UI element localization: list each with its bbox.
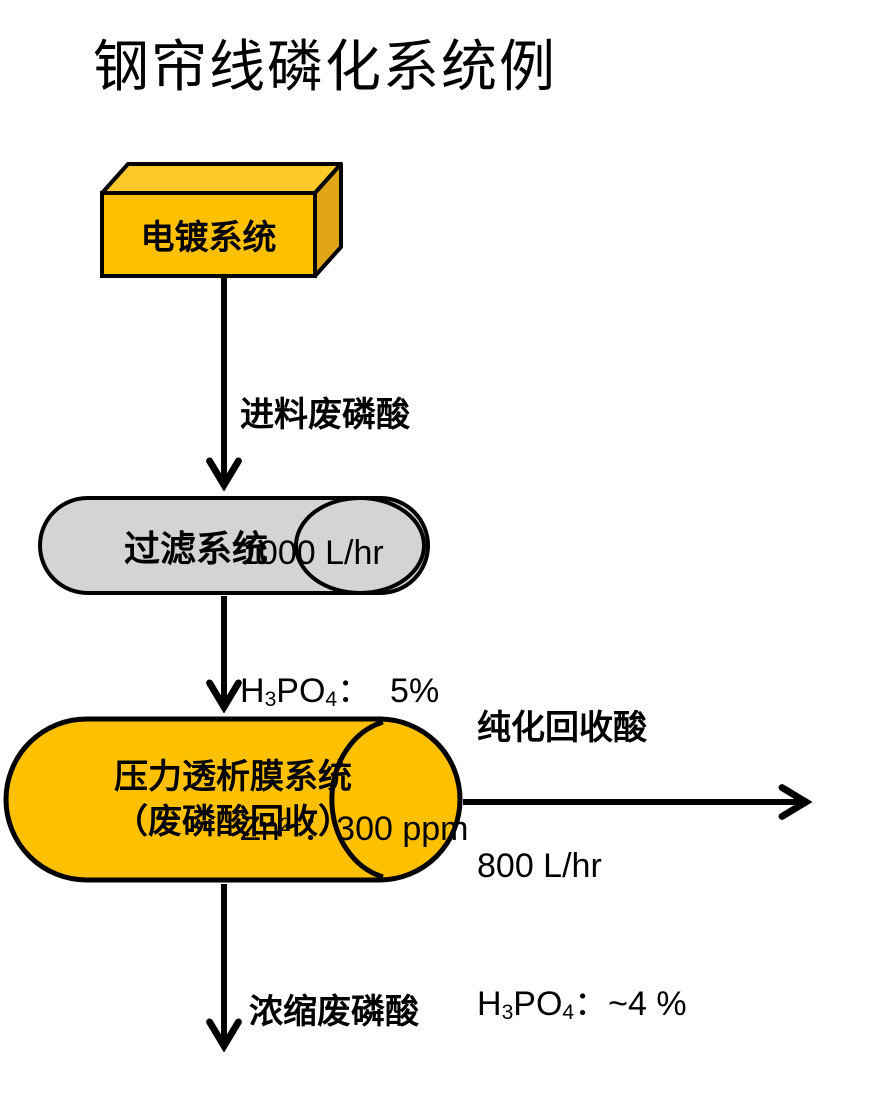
stream-name: 进料废磷酸 <box>240 396 410 434</box>
filter-system-node: 过滤系统 <box>38 496 354 595</box>
stream-zn-line: Zn2+：300 ppm <box>240 810 469 848</box>
membrane-capsule-cap-arc <box>329 719 384 880</box>
stream-flow-rate: 1000 L/hr <box>240 534 384 572</box>
membrane-system-label-line1: 压力透析膜系统 <box>114 757 352 796</box>
plating-box-front-face <box>100 191 317 278</box>
stream-h3po4-line: H3PO4： 5% <box>240 672 440 711</box>
stream-name: 浓缩废磷酸 <box>249 993 419 1031</box>
membrane-system-node: 压力透析膜系统 （废磷酸回收） <box>3 716 463 883</box>
stream-h3po4-line: H3PO4：~4 % <box>477 985 687 1024</box>
feed-stream-annotation: 进料废磷酸 1000 L/hr H3PO4： 5% Zn2+：300 ppm <box>240 300 468 944</box>
membrane-system-label-line2: （废磷酸回收） <box>114 802 352 841</box>
filter-system-label: 过滤系统 <box>123 527 268 569</box>
plating-system-label: 电镀系统 <box>140 219 277 257</box>
recovered-stream-annotation: 纯化回收酸 800 L/hr H3PO4：~4 % Zn2+：<15 ppm <box>477 613 706 1099</box>
page-title: 钢帘线磷化系统例 <box>93 37 557 99</box>
filter-cylinder-cap <box>294 496 426 595</box>
plating-system-node: 电镀系统 <box>100 192 317 277</box>
concentrated-stream-annotation: 浓缩废磷酸 200 L/hr H3PO4：~4% Zn2+：~1400 ppm <box>249 897 516 1099</box>
stream-name: 纯化回收酸 <box>477 709 647 747</box>
membrane-capsule-body <box>3 716 463 883</box>
stream-flow-rate: 800 L/hr <box>477 847 602 885</box>
plating-box-top-face <box>100 162 343 195</box>
